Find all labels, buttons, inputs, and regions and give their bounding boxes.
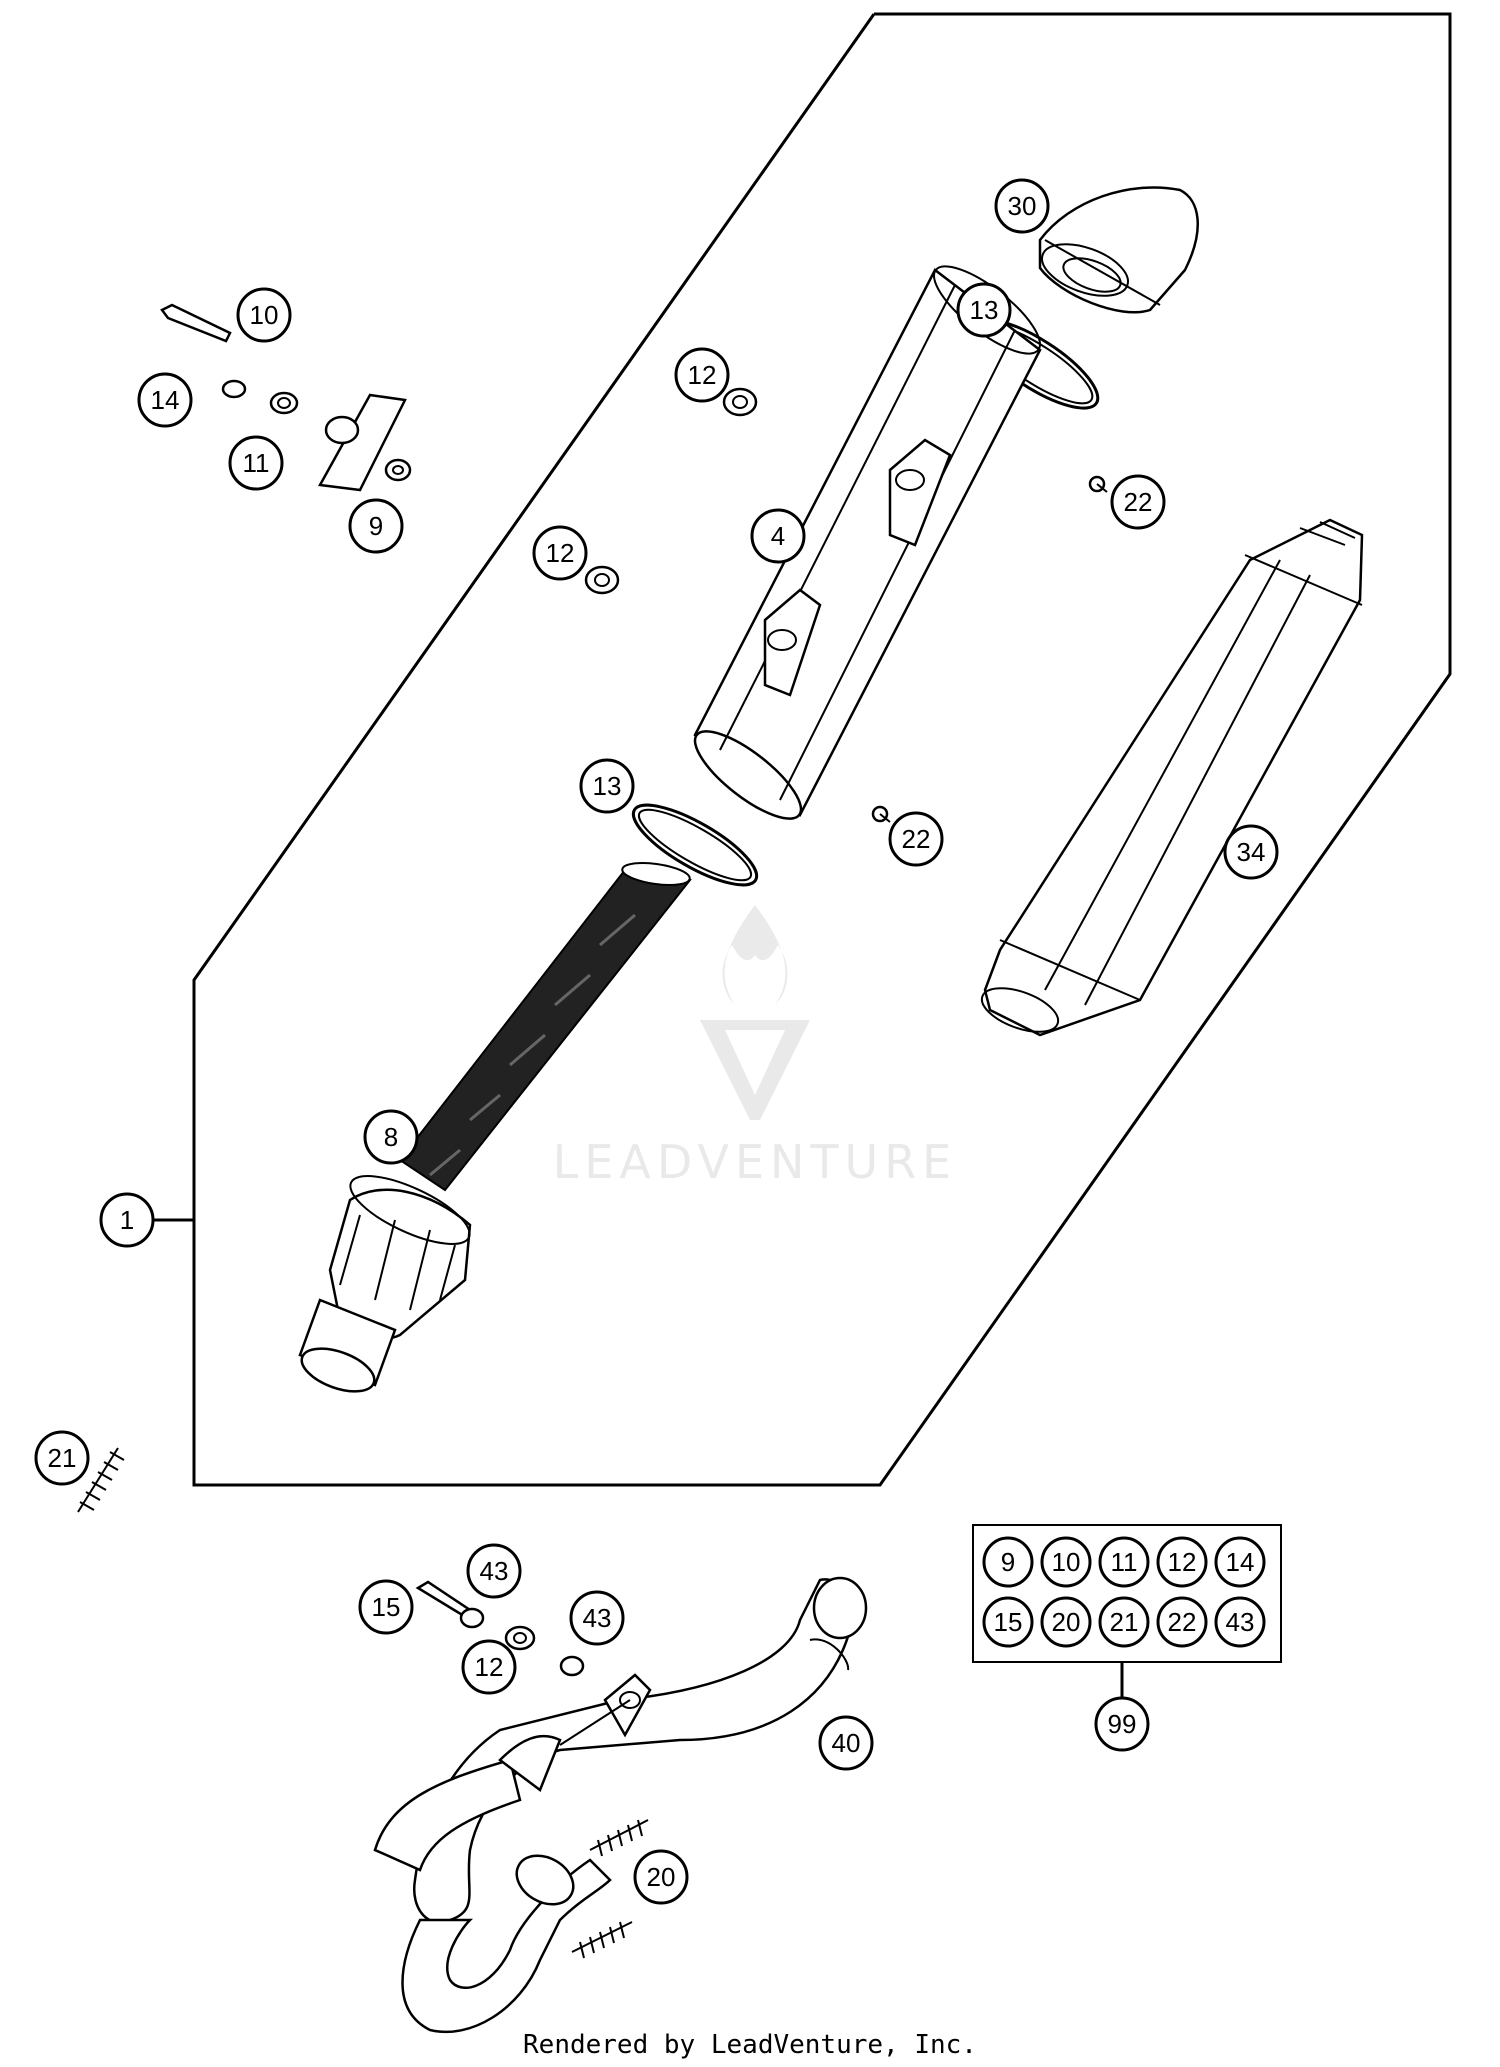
svg-text:20: 20: [1052, 1607, 1081, 1637]
svg-text:43: 43: [583, 1603, 612, 1633]
callout-30[interactable]: 30: [994, 178, 1050, 234]
svg-text:11: 11: [1111, 1547, 1138, 1577]
svg-text:14: 14: [1226, 1547, 1255, 1577]
svg-text:22: 22: [1168, 1607, 1197, 1637]
watermark-text: LEADVENTURE: [553, 1135, 958, 1189]
grommet-top-part: [722, 387, 758, 417]
svg-text:12: 12: [475, 1652, 504, 1682]
callout-4[interactable]: 4: [750, 508, 806, 564]
spring-lower-part: [571, 1921, 633, 1959]
callout-12-mid[interactable]: 12: [532, 525, 588, 581]
svg-text:21: 21: [48, 1443, 77, 1473]
svg-text:12: 12: [1168, 1547, 1197, 1577]
svg-text:8: 8: [384, 1122, 398, 1152]
svg-text:34: 34: [1237, 837, 1266, 867]
svg-text:13: 13: [970, 295, 999, 325]
kit-callout-0-1: 10: [1040, 1536, 1092, 1588]
callout-11[interactable]: 11: [228, 435, 284, 491]
svg-text:30: 30: [1008, 191, 1037, 221]
screw-mid-part: [871, 805, 891, 823]
kit-callout-0-4: 14: [1214, 1536, 1266, 1588]
svg-text:4: 4: [771, 521, 785, 551]
callout-12-low[interactable]: 12: [461, 1639, 517, 1695]
callout-8[interactable]: 8: [363, 1109, 419, 1165]
svg-text:22: 22: [1124, 487, 1153, 517]
callout-15[interactable]: 15: [358, 1579, 414, 1635]
svg-text:43: 43: [480, 1556, 509, 1586]
callout-21[interactable]: 21: [34, 1430, 90, 1486]
watermark-flame-icon: [722, 905, 788, 1005]
grommet-mid-part: [584, 565, 620, 595]
svg-text:15: 15: [994, 1607, 1023, 1637]
header-pipe-part: [373, 1576, 868, 2034]
callout-40[interactable]: 40: [818, 1715, 874, 1771]
svg-text:13: 13: [593, 771, 622, 801]
kit-callout-1-1: 20: [1040, 1596, 1092, 1648]
svg-text:21: 21: [1110, 1607, 1139, 1637]
svg-text:12: 12: [546, 538, 575, 568]
callout-34[interactable]: 34: [1223, 824, 1279, 880]
kit-callout-1-3: 22: [1156, 1596, 1208, 1648]
inlet-cone-part: [298, 1175, 472, 1393]
callout-99[interactable]: 99: [1094, 1696, 1150, 1752]
callout-1[interactable]: 1: [99, 1192, 155, 1248]
assembly-outline: [192, 12, 1452, 1487]
screw-top-part: [1088, 475, 1108, 493]
svg-text:99: 99: [1108, 1709, 1137, 1739]
kit-callout-0-2: 11: [1098, 1536, 1150, 1588]
kit-grid: 9 10 11 12 14 15 20 21 22 43: [982, 1536, 1266, 1648]
svg-text:22: 22: [902, 824, 931, 854]
svg-text:14: 14: [151, 385, 180, 415]
kit-callout-0-3: 12: [1156, 1536, 1208, 1588]
callout-13-top[interactable]: 13: [956, 282, 1012, 338]
callout-14[interactable]: 14: [137, 372, 193, 428]
perforated-tube-part: [398, 862, 692, 1192]
callout-22-top[interactable]: 22: [1110, 474, 1166, 530]
callout-13-mid[interactable]: 13: [579, 758, 635, 814]
spring-single-part: [77, 1447, 125, 1513]
callout-43-top[interactable]: 43: [466, 1543, 522, 1599]
callout-22-mid[interactable]: 22: [888, 811, 944, 867]
callout-10[interactable]: 10: [236, 287, 292, 343]
svg-text:15: 15: [372, 1592, 401, 1622]
svg-text:12: 12: [688, 360, 717, 390]
svg-text:11: 11: [243, 448, 270, 478]
kit-callout-1-2: 21: [1098, 1596, 1150, 1648]
kit-callout-1-4: 43: [1214, 1596, 1266, 1648]
watermark: LEADVENTURE: [553, 905, 958, 1189]
callout-12-top[interactable]: 12: [674, 347, 730, 403]
watermark-v-icon: [700, 1020, 810, 1120]
callout-43-mid[interactable]: 43: [569, 1590, 625, 1646]
spring-upper-part: [589, 1819, 649, 1857]
svg-text:1: 1: [120, 1205, 134, 1235]
svg-text:20: 20: [647, 1862, 676, 1892]
svg-text:43: 43: [1226, 1607, 1255, 1637]
end-cap-part: [1038, 186, 1199, 314]
header-hardware-group: [415, 1580, 585, 1677]
svg-text:9: 9: [369, 511, 383, 541]
silencer-sleeve-part: [980, 518, 1364, 1037]
svg-text:40: 40: [832, 1728, 861, 1758]
kit-callout-1-0: 15: [982, 1596, 1034, 1648]
footer-credit: Rendered by LeadVenture, Inc.: [523, 2030, 977, 2060]
svg-text:9: 9: [1001, 1547, 1015, 1577]
svg-text:10: 10: [1052, 1547, 1081, 1577]
muffler-inner-body-part: [693, 265, 1042, 820]
bracket-part: [318, 393, 407, 492]
mount-hardware-group: [160, 303, 412, 492]
callout-20[interactable]: 20: [633, 1849, 689, 1905]
kit-callout-0-0: 9: [982, 1536, 1034, 1588]
gasket-mid-part: [631, 803, 759, 887]
bolt-part: [160, 303, 232, 343]
callout-9[interactable]: 9: [348, 498, 404, 554]
svg-text:10: 10: [250, 300, 279, 330]
